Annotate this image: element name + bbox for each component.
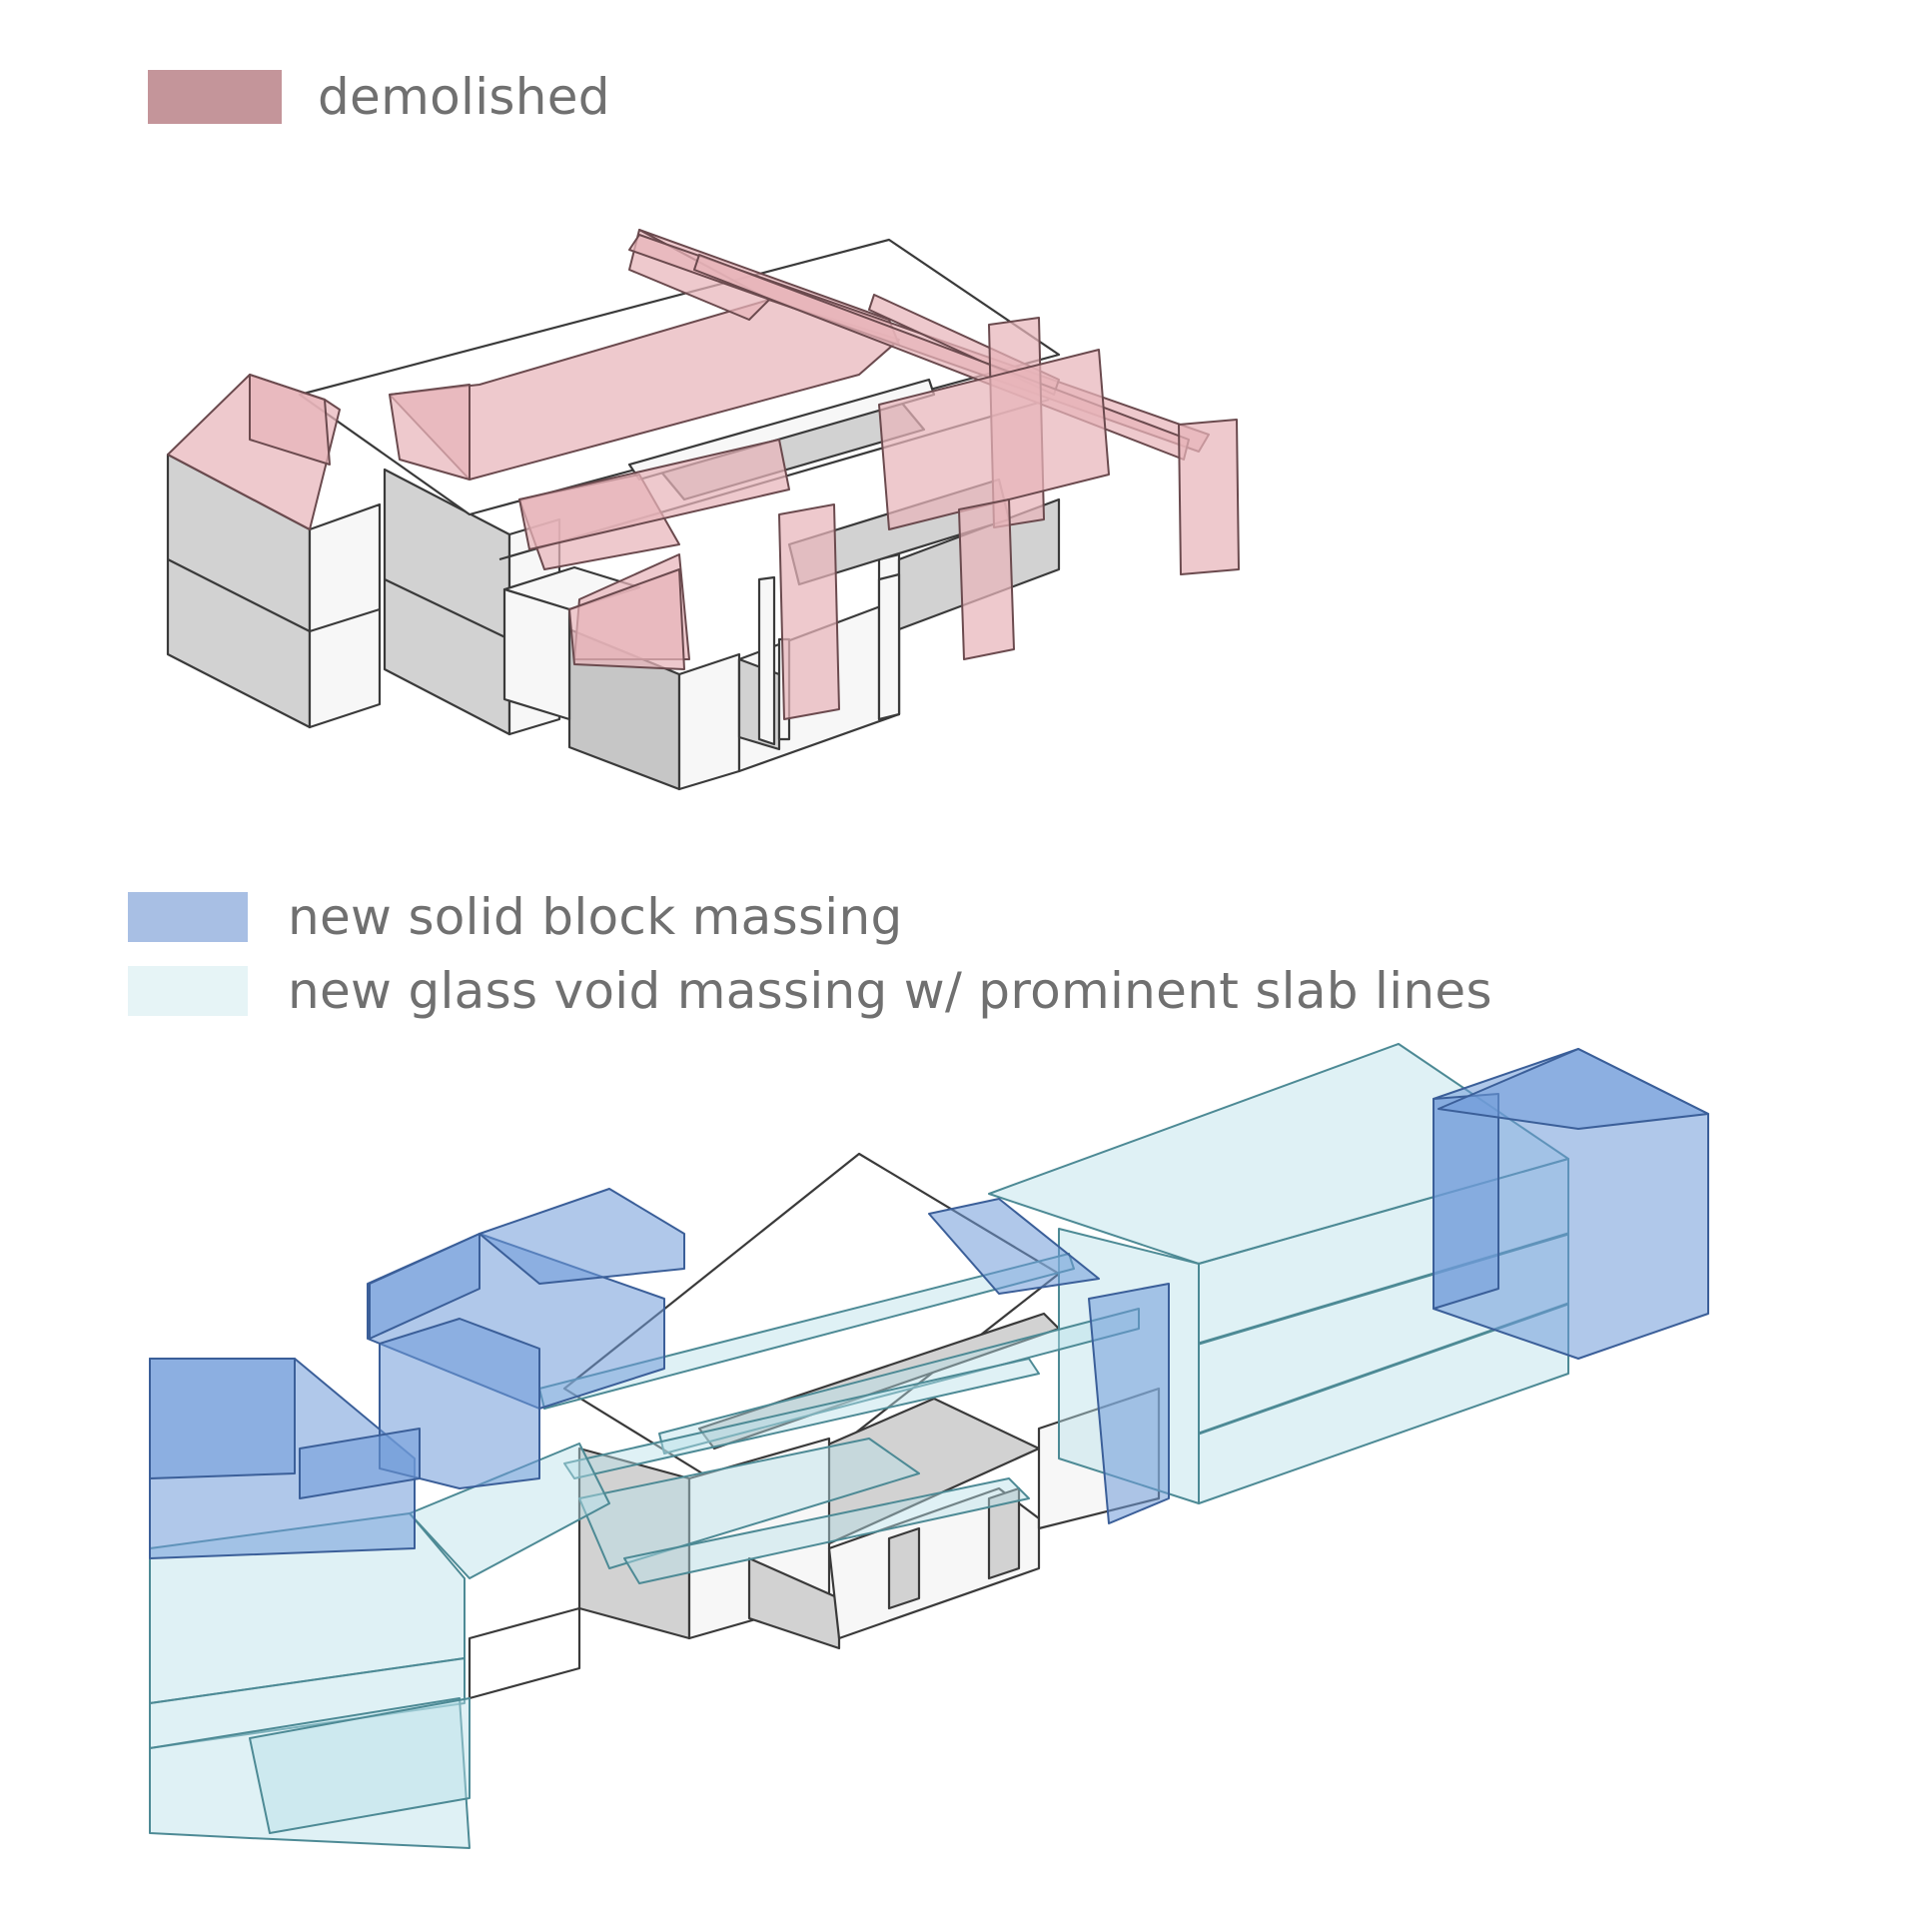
- glass-void-swatch: [128, 966, 248, 1016]
- demolished-elements: [167, 229, 1240, 720]
- glass-void-label: new glass void massing w/ prominent slab…: [288, 962, 1492, 1020]
- solid-block-label: new solid block massing: [288, 888, 903, 946]
- demolished-swatch: [148, 70, 282, 124]
- legend-solid-block: new solid block massing: [128, 892, 903, 942]
- solid-block-swatch: [128, 892, 248, 942]
- existing-core: [468, 1152, 1161, 1700]
- legend-demolished: demolished: [148, 70, 610, 124]
- legend-glass-void: new glass void massing w/ prominent slab…: [128, 966, 1492, 1016]
- new-solid-block-massing: [149, 1048, 1709, 1559]
- demolished-label: demolished: [318, 68, 610, 126]
